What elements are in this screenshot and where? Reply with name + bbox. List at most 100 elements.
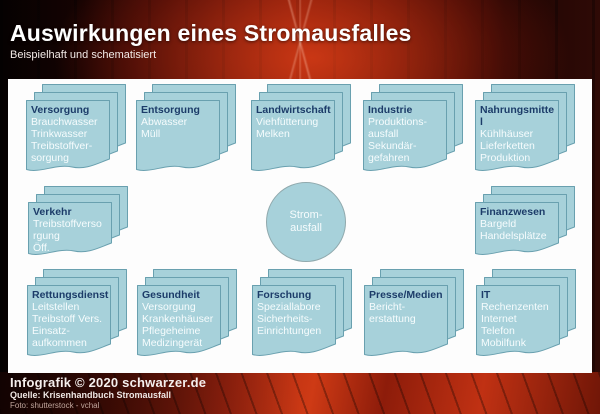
- card-title-line: Industrie: [368, 104, 413, 116]
- card-front-sheet: [475, 100, 559, 171]
- card-item: Handelsplätze: [480, 230, 547, 242]
- card-item: Krankenhäuser: [142, 313, 214, 325]
- card-item: Sekundär-: [368, 140, 417, 152]
- card-title-line: Versorgung: [31, 104, 90, 116]
- card-item: Brauchwasser: [31, 116, 98, 128]
- photo-credit: Foto: shutterstock - vchal: [10, 401, 100, 410]
- card-item: Speziallabore: [257, 301, 321, 313]
- stacked-notes-icon: [475, 84, 575, 171]
- card-item: Melken: [256, 128, 290, 140]
- card-title-line: Nahrungsmitte: [480, 104, 555, 116]
- impact-card-presse-medien: Presse/Medien Bericht-erstattung: [364, 269, 464, 363]
- card-title-line: Gesundheit: [142, 289, 200, 301]
- card-item: erstattung: [369, 313, 416, 325]
- card-front-sheet: [27, 285, 111, 356]
- card-title: Verkehr: [33, 206, 113, 218]
- card-front-sheet: [28, 202, 112, 255]
- card-title-line: IT: [481, 289, 491, 301]
- card-title: Industrie: [368, 104, 448, 116]
- card-item: ausfall: [368, 128, 399, 140]
- card-item: Trinkwasser: [31, 128, 88, 140]
- card-title-line: Presse/Medien: [369, 289, 443, 301]
- card-item: Medizingerät: [142, 337, 203, 349]
- background-bottom-band: [0, 372, 600, 414]
- card-title: IT: [481, 289, 561, 301]
- card-title: Gesundheit: [142, 289, 222, 301]
- card-item: Kühlhäuser: [480, 128, 534, 140]
- circle-label-line2: ausfall: [290, 222, 322, 234]
- card-front-sheet: [136, 100, 220, 171]
- source-credit: Quelle: Krisenhandbuch Stromausfall: [10, 390, 172, 400]
- card-item: Pflegeheime: [142, 325, 201, 337]
- card-items: Bericht-erstattung: [369, 301, 449, 325]
- card-item: Öff.: [33, 242, 50, 254]
- card-item: Treibstoffver-: [31, 140, 93, 152]
- card-item: Einrichtungen: [257, 325, 322, 337]
- stacked-notes-icon: [26, 84, 126, 171]
- footer: Infografik © 2020 schwarzer.de Quelle: K…: [10, 375, 206, 411]
- circle-label-line1: Strom-: [289, 209, 323, 221]
- card-front-sheet: [251, 100, 335, 171]
- card-item: Treibstoff Vers.: [32, 313, 103, 325]
- stacked-notes-icon: [136, 84, 236, 171]
- card-title: Rettungsdienst: [32, 289, 112, 301]
- card-item: Einsatz-: [32, 325, 70, 337]
- stacked-notes-icon: [476, 269, 576, 356]
- card-front-sheet: [137, 285, 221, 356]
- card-title-line: Entsorgung: [141, 104, 200, 116]
- stacked-notes-icon: [252, 269, 352, 356]
- stacked-notes-icon: [137, 269, 237, 356]
- card-item: Telefon: [481, 325, 515, 337]
- page-subtitle: Beispielhaft und schematisiert: [10, 49, 157, 61]
- card-item: Produktions-: [368, 116, 427, 128]
- card-item: Abwasser: [141, 116, 188, 128]
- card-title-line: Rettungsdienst: [32, 289, 109, 301]
- card-item: rgung: [33, 230, 60, 242]
- infographic-credit: Infografik © 2020 schwarzer.de: [10, 375, 207, 390]
- card-item: Bericht-: [369, 301, 406, 313]
- stacked-notes-icon: [251, 84, 351, 171]
- page-title: Auswirkungen eines Stromausfalles: [10, 20, 412, 46]
- card-title: Landwirtschaft: [256, 104, 336, 116]
- card-title: Presse/Medien: [369, 289, 449, 301]
- stacked-notes-icon: [363, 84, 463, 171]
- card-item: Treibstoffverso: [33, 218, 102, 230]
- card-item: Internet: [481, 313, 517, 325]
- card-title: Entsorgung: [141, 104, 221, 116]
- stacked-notes-icon: [27, 269, 127, 356]
- card-title: Finanzwesen: [480, 206, 560, 218]
- card-item: Versorgung: [142, 301, 196, 313]
- card-title-line: l: [480, 116, 483, 128]
- power-outage-circle: Strom- ausfall: [266, 182, 346, 262]
- card-item: Leitstellen: [32, 301, 80, 313]
- card-front-sheet: [26, 100, 110, 171]
- card-item: Mobilfunk: [481, 337, 526, 349]
- stacked-notes-icon: [364, 269, 464, 356]
- card-title-line: Forschung: [257, 289, 312, 301]
